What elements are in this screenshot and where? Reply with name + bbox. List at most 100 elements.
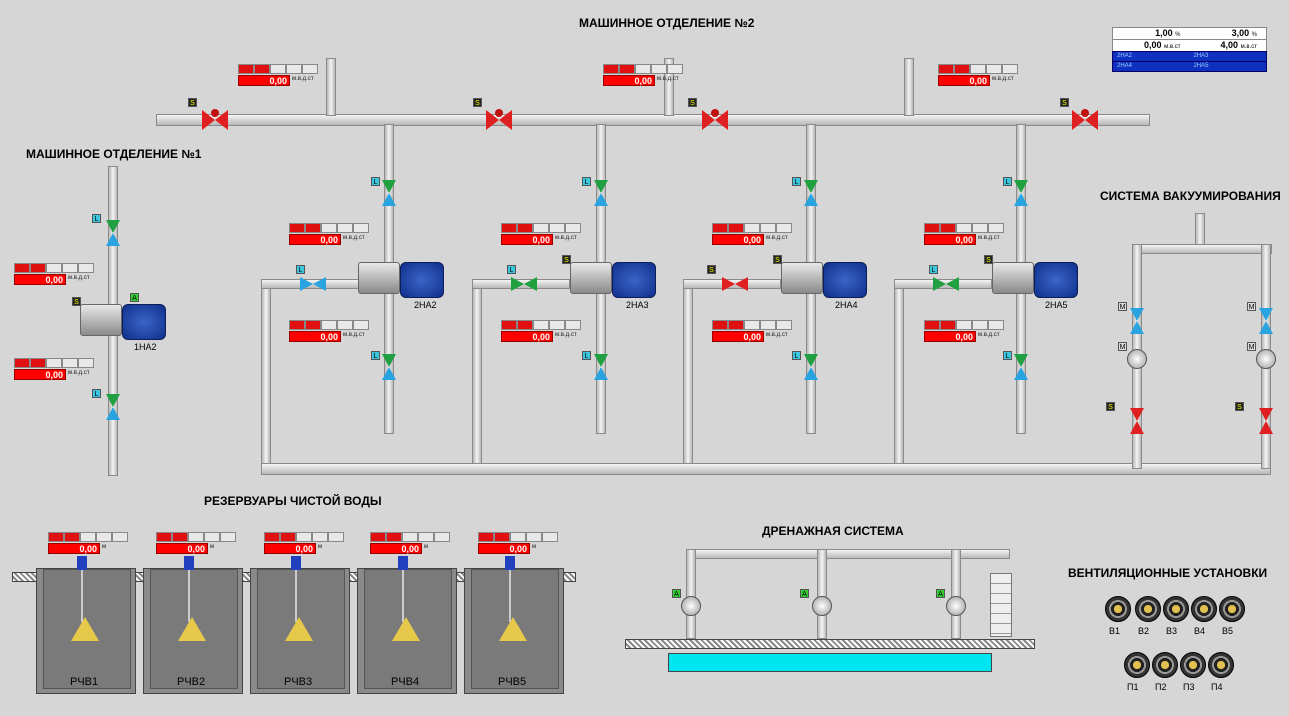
pump-body[interactable] <box>358 262 400 294</box>
auto-mode-icon[interactable]: A <box>800 589 809 598</box>
local-mode-icon[interactable]: L <box>929 265 938 274</box>
local-mode-icon[interactable]: L <box>296 265 305 274</box>
pump-motor[interactable] <box>122 304 166 340</box>
service-icon[interactable]: S <box>773 255 782 264</box>
fan-icon[interactable] <box>1219 596 1245 622</box>
auto-mode-icon[interactable]: A <box>130 293 139 302</box>
vacuum-pump[interactable] <box>1127 349 1147 369</box>
auto-mode-icon[interactable]: A <box>672 589 681 598</box>
pump-motor[interactable] <box>823 262 867 298</box>
suction-valve[interactable] <box>300 276 326 292</box>
vacuum-valve[interactable] <box>1129 308 1145 334</box>
pump-motor[interactable] <box>400 262 444 298</box>
service-icon[interactable]: S <box>1235 402 1244 411</box>
branch-valve[interactable] <box>803 354 819 380</box>
local-mode-icon[interactable]: L <box>371 351 380 360</box>
fan-icon[interactable] <box>1180 652 1206 678</box>
service-icon[interactable]: S <box>473 98 482 107</box>
pump-body[interactable] <box>781 262 823 294</box>
local-mode-icon[interactable]: L <box>92 214 101 223</box>
pump-link[interactable]: 2НА4 <box>1117 63 1133 69</box>
fan-icon[interactable] <box>1208 652 1234 678</box>
local-mode-icon[interactable]: L <box>1003 177 1012 186</box>
room1-valve[interactable] <box>105 394 121 420</box>
header-valve[interactable] <box>1072 108 1098 132</box>
local-mode-icon[interactable]: L <box>371 177 380 186</box>
service-icon[interactable]: S <box>562 255 571 264</box>
pump-link[interactable]: 2НА5 <box>1193 63 1209 69</box>
room1-valve[interactable] <box>105 220 121 246</box>
local-mode-icon[interactable]: L <box>792 351 801 360</box>
pump-link[interactable]: 2НА2 <box>1117 53 1133 59</box>
branch-valve[interactable] <box>381 180 397 206</box>
local-mode-icon[interactable]: L <box>792 177 801 186</box>
drain-pump[interactable] <box>946 596 966 616</box>
local-mode-icon[interactable]: L <box>92 389 101 398</box>
fan-icon[interactable] <box>1191 596 1217 622</box>
service-icon[interactable]: S <box>707 265 716 274</box>
motor-drive-icon[interactable]: M <box>1118 342 1127 351</box>
local-mode-icon[interactable]: L <box>507 265 516 274</box>
motor-drive-icon[interactable]: M <box>1247 302 1256 311</box>
branch-valve[interactable] <box>381 354 397 380</box>
drain-pump[interactable] <box>681 596 701 616</box>
branch-valve[interactable] <box>1013 354 1029 380</box>
service-icon[interactable]: S <box>984 255 993 264</box>
pump-motor[interactable] <box>1034 262 1078 298</box>
suction-valve[interactable] <box>511 276 537 292</box>
fan-icon[interactable] <box>1152 652 1178 678</box>
fan-icon[interactable] <box>1124 652 1150 678</box>
tank-rchv5[interactable] <box>464 568 564 694</box>
local-mode-icon[interactable]: L <box>1003 351 1012 360</box>
pump-body[interactable] <box>80 304 122 336</box>
branch-valve[interactable] <box>803 180 819 206</box>
header-valve[interactable] <box>486 108 512 132</box>
header-valve[interactable] <box>202 108 228 132</box>
pump-motor[interactable] <box>612 262 656 298</box>
pump-body[interactable] <box>992 262 1034 294</box>
fan-icon[interactable] <box>1105 596 1131 622</box>
vacuum-valve[interactable] <box>1258 408 1274 434</box>
motor-drive-icon[interactable]: M <box>1118 302 1127 311</box>
vacuum-pump[interactable] <box>1256 349 1276 369</box>
drain-pump[interactable] <box>812 596 832 616</box>
local-mode-icon[interactable]: L <box>582 351 591 360</box>
vacuum-valve[interactable] <box>1129 408 1145 434</box>
service-icon[interactable]: S <box>188 98 197 107</box>
branch-valve[interactable] <box>593 354 609 380</box>
service-icon[interactable]: S <box>688 98 697 107</box>
motor-drive-icon[interactable]: M <box>1247 342 1256 351</box>
fan-icon[interactable] <box>1135 596 1161 622</box>
auto-mode-icon[interactable]: A <box>936 589 945 598</box>
pump-body[interactable] <box>570 262 612 294</box>
service-icon[interactable]: S <box>1060 98 1069 107</box>
suction-valve[interactable] <box>933 276 959 292</box>
service-icon[interactable]: S <box>72 297 81 306</box>
fan-icon[interactable] <box>1163 596 1189 622</box>
pump-link[interactable]: 2НА3 <box>1193 53 1209 59</box>
service-icon[interactable]: S <box>1106 402 1115 411</box>
branch-valve[interactable] <box>1013 180 1029 206</box>
local-mode-icon[interactable]: L <box>582 177 591 186</box>
suction-valve[interactable] <box>722 276 748 292</box>
header-valve[interactable] <box>702 108 728 132</box>
